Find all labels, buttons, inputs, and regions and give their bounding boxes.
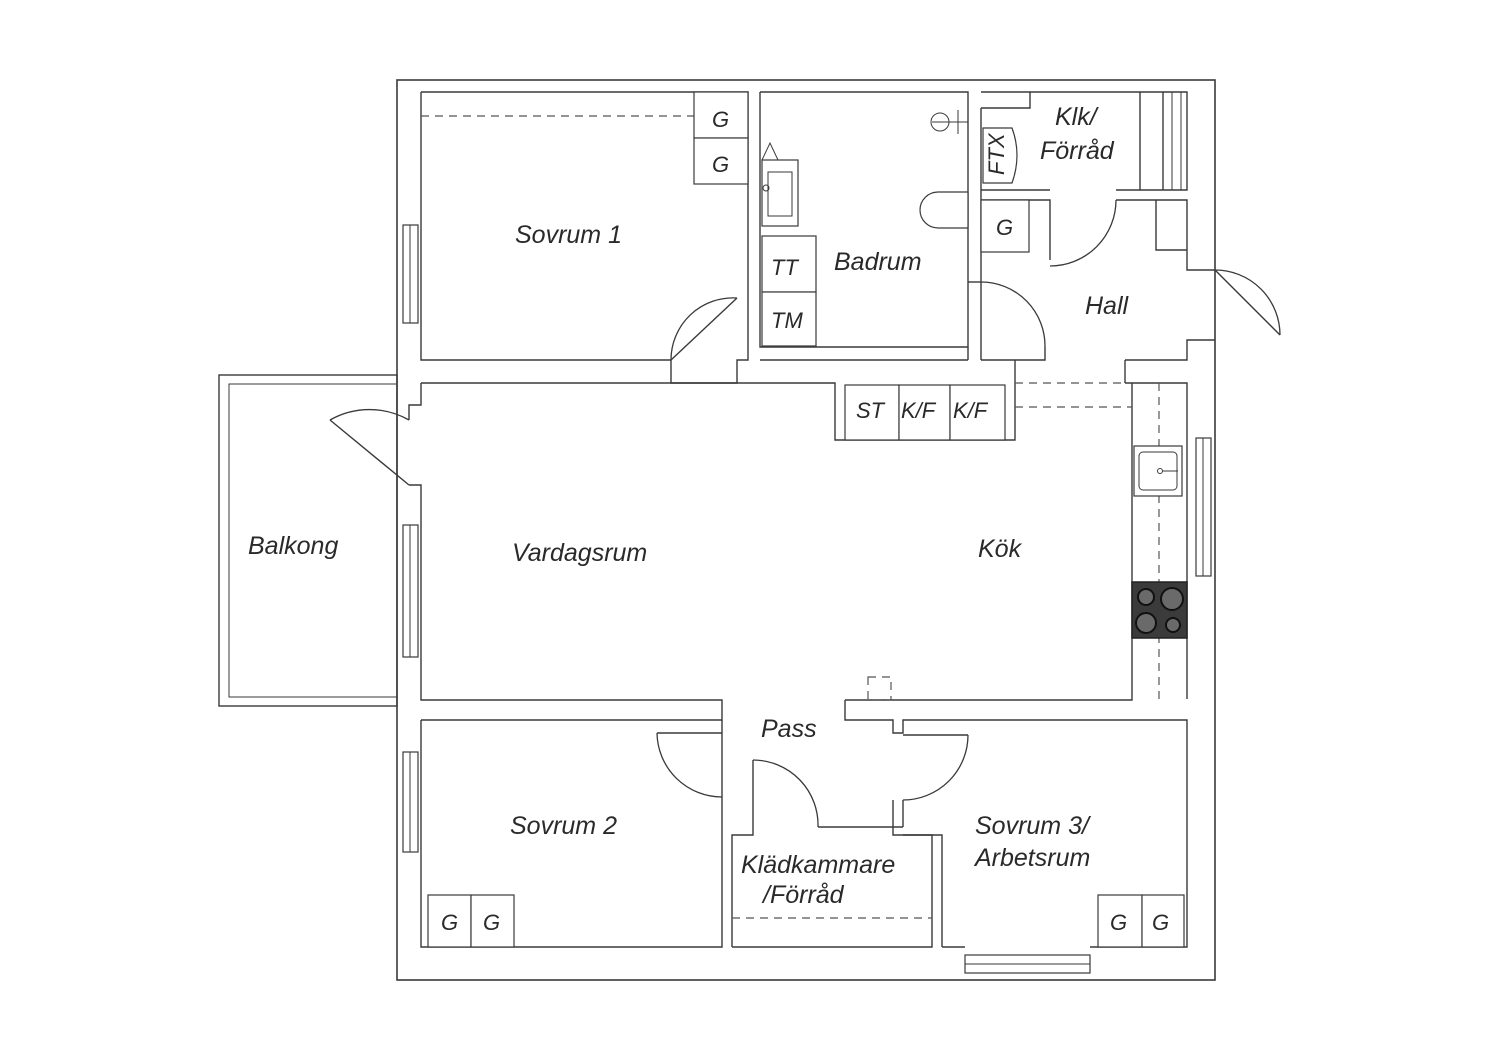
label-pass: Pass bbox=[761, 715, 817, 743]
label-g: G bbox=[1152, 910, 1169, 935]
label-kf: K/F bbox=[953, 398, 989, 423]
label-hall: Hall bbox=[1085, 292, 1130, 320]
label-vardagsrum: Vardagsrum bbox=[512, 539, 647, 567]
label-tm: TM bbox=[771, 308, 803, 333]
label-klk-forrad: Förråd bbox=[1040, 137, 1115, 165]
balcony bbox=[218, 374, 398, 707]
label-kf: K/F bbox=[901, 398, 937, 423]
label-sovrum-1: Sovrum 1 bbox=[515, 221, 622, 249]
label-kladkammare-forrad: /Förråd bbox=[761, 881, 845, 909]
bathroom-fixtures bbox=[761, 110, 969, 347]
room-labels: Sovrum 1 Badrum Klk/ Förråd Hall Balkong… bbox=[248, 103, 1130, 909]
label-g: G bbox=[712, 107, 729, 132]
label-klk: Klk/ bbox=[1055, 103, 1100, 131]
windows bbox=[402, 224, 1212, 974]
label-badrum: Badrum bbox=[834, 248, 922, 276]
label-g: G bbox=[996, 215, 1013, 240]
label-ftx: FTX bbox=[984, 132, 1009, 175]
label-g: G bbox=[712, 152, 729, 177]
storage-boxes bbox=[427, 91, 1185, 948]
outer-walls bbox=[396, 79, 1216, 981]
label-st: ST bbox=[856, 398, 886, 423]
fixture-labels: G G TT TM FTX G ST K/F K/F G G G G bbox=[441, 107, 1169, 935]
label-g: G bbox=[1110, 910, 1127, 935]
label-sovrum-2: Sovrum 2 bbox=[510, 812, 617, 840]
ftx-unit-icon bbox=[982, 127, 1018, 184]
label-sovrum-3: Sovrum 3/ bbox=[975, 812, 1092, 840]
label-g: G bbox=[441, 910, 458, 935]
faucet-icon bbox=[761, 141, 779, 161]
label-kladkammare: Klädkammare bbox=[741, 851, 895, 879]
doors bbox=[329, 199, 1281, 828]
label-balkong: Balkong bbox=[248, 532, 338, 560]
label-kok: Kök bbox=[978, 535, 1023, 563]
label-arbetsrum: Arbetsrum bbox=[973, 844, 1090, 872]
label-g: G bbox=[483, 910, 500, 935]
label-tt: TT bbox=[771, 255, 799, 280]
toilet-icon bbox=[919, 191, 969, 229]
kitchen-fixtures bbox=[1131, 445, 1188, 639]
